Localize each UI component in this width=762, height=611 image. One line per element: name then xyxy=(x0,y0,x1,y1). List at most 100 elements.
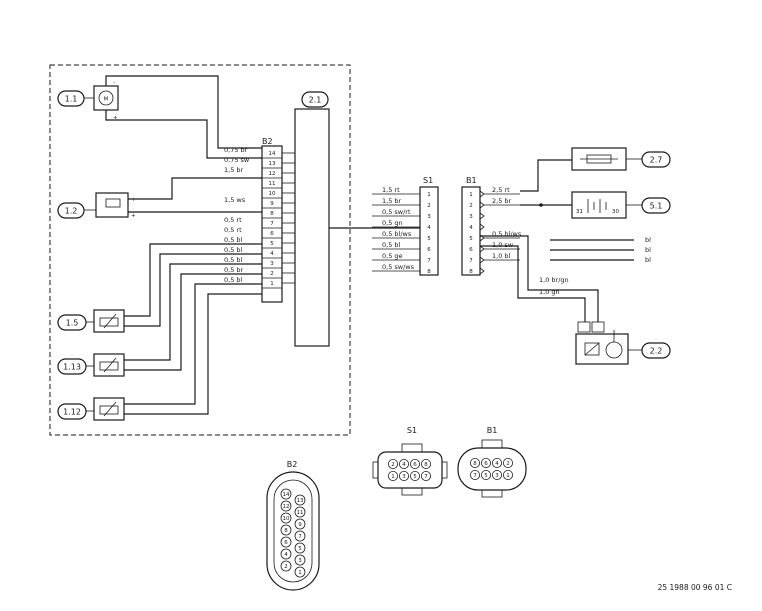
component-2-7: 2.7 xyxy=(520,147,671,192)
b2-face-pin: 9 xyxy=(298,522,302,528)
s1-face-pin: 8 xyxy=(424,462,428,468)
b1-face-pin: 4 xyxy=(495,461,499,467)
component-1-1: 1.1 M - + xyxy=(57,75,262,159)
b2-face-pin: 2 xyxy=(284,564,288,570)
b1-pin: 7 xyxy=(469,258,473,264)
b2-face-pin: 4 xyxy=(284,552,288,558)
component-2-1: 2.1 xyxy=(294,91,420,347)
b1-face-pin: 3 xyxy=(495,473,499,479)
b2-pin: 1 xyxy=(270,281,274,287)
b1-face-pin: 5 xyxy=(484,473,488,479)
s1-pin: 5 xyxy=(427,236,431,242)
b2-pin: 13 xyxy=(269,161,276,167)
b2-wire-label: 1,5 br xyxy=(224,166,244,174)
s1-face-pin: 5 xyxy=(413,474,417,480)
b2-face-pin: 1 xyxy=(298,570,302,576)
component-5-1: 31 30 5.1 xyxy=(520,191,671,219)
b2-wire-label: 0,5 bl xyxy=(224,246,243,254)
sensor-icon xyxy=(93,309,125,333)
s1-wire-label: 0,5 sw/ws xyxy=(382,263,415,271)
ref-1-5: 1.5 xyxy=(66,319,79,328)
b2-face-pin: 6 xyxy=(284,540,288,546)
b2-face-pin: 12 xyxy=(283,504,290,510)
b2-wire-label: 0,5 bl xyxy=(224,256,243,264)
svg-text:1,0 br/gn: 1,0 br/gn xyxy=(539,276,569,284)
b2-wire-label: 0,5 bl xyxy=(224,276,243,284)
connector-b2-label: B2 xyxy=(262,137,273,146)
component-1-13: 1.13 xyxy=(57,263,262,377)
b2-pin: 9 xyxy=(270,201,274,207)
s1-wire-label: 0,5 gn xyxy=(382,219,403,227)
ref-1-2: 1.2 xyxy=(65,207,78,216)
svg-text:bl: bl xyxy=(645,246,651,254)
s1-pin: 4 xyxy=(427,225,431,231)
b1-pin: 8 xyxy=(469,269,473,275)
b2-pin: 8 xyxy=(270,211,274,217)
s1-face-pin: 4 xyxy=(402,462,406,468)
svg-text:31: 31 xyxy=(576,209,583,215)
b1-wire-label: 1,0 sw xyxy=(492,241,514,249)
b2-face-pin: 7 xyxy=(298,534,302,540)
b2-face-pin: 3 xyxy=(298,558,302,564)
b1-pin: 4 xyxy=(469,225,473,231)
svg-text:-: - xyxy=(113,80,115,86)
b1-pin: 3 xyxy=(469,214,473,220)
b2-face-pin: 8 xyxy=(284,528,288,534)
b1-face-pin: 2 xyxy=(506,461,510,467)
control-unit-box xyxy=(294,108,330,347)
b2-face-label: B2 xyxy=(287,460,298,469)
switch-icon xyxy=(95,192,129,218)
b2-pin: 2 xyxy=(270,271,274,277)
ref-2-1: 2.1 xyxy=(309,96,322,105)
s1-pin: 1 xyxy=(427,192,431,198)
svg-text:M: M xyxy=(104,97,109,103)
b2-wire-label: 0,5 bl xyxy=(224,236,243,244)
s1-pin: 2 xyxy=(427,203,431,209)
s1-wire-label: 1,5 br xyxy=(382,197,402,205)
component-2-2: 2.2 xyxy=(575,321,671,365)
b2-pin: 7 xyxy=(270,221,274,227)
b2-pin: 14 xyxy=(269,151,276,157)
ref-1-12: 1.12 xyxy=(63,408,81,417)
s1-wire-label: 0,5 sw/rt xyxy=(382,208,411,216)
b2-wire-label: 0,5 br xyxy=(224,266,244,274)
s1-wire-label: 1,5 rt xyxy=(382,186,400,194)
b2-pin: 11 xyxy=(269,181,276,187)
b2-face-pin: 5 xyxy=(298,546,302,552)
s1-face-pin: 6 xyxy=(413,462,417,468)
b1-face-pin: 7 xyxy=(473,473,477,479)
svg-text:+: + xyxy=(131,213,136,219)
b1-wire-label: 0,5 bl/ws xyxy=(492,230,522,238)
battery-icon xyxy=(571,191,627,219)
b1-pin: 2 xyxy=(469,203,473,209)
module-boundary xyxy=(49,64,351,436)
s1-face-label: S1 xyxy=(407,426,417,435)
s1-wire-label: 0,5 ge xyxy=(382,252,403,260)
b1-wire-label: 2,5 rt xyxy=(492,186,510,194)
b1-wire-label: 2,5 br xyxy=(492,197,512,205)
b1-pin: 6 xyxy=(469,247,473,253)
b2-wire-label: 1,5 ws xyxy=(224,196,246,204)
svg-text:+: + xyxy=(113,115,118,121)
b2-pin: 10 xyxy=(269,191,276,197)
sensor-icon xyxy=(93,397,125,421)
s1-pin: 3 xyxy=(427,214,431,220)
right-wire-ends: bl bl bl xyxy=(550,236,651,264)
connector-s1: S1 1 1,5 rt 2 1,5 br 3 0,5 sw/rt 4 0,5 gn 5 0,5 b… xyxy=(372,176,439,276)
s1-pin: 8 xyxy=(427,269,431,275)
s1-wire-label: 0,5 bl xyxy=(382,241,401,249)
b2-pin: 4 xyxy=(270,251,274,257)
b1-wire-label: 1,0 bl xyxy=(492,252,511,260)
ref-2-2: 2.2 xyxy=(650,347,663,356)
b1-face-label: B1 xyxy=(487,426,498,435)
b2-wire-label: 0,75 br xyxy=(224,146,248,154)
component-1-12: 1.12 xyxy=(57,283,262,421)
s1-face-pin: 1 xyxy=(391,474,395,480)
svg-text:+: + xyxy=(131,197,136,203)
component-1-2: 1.2 + + xyxy=(57,177,262,219)
connector-s1-label: S1 xyxy=(423,176,433,185)
